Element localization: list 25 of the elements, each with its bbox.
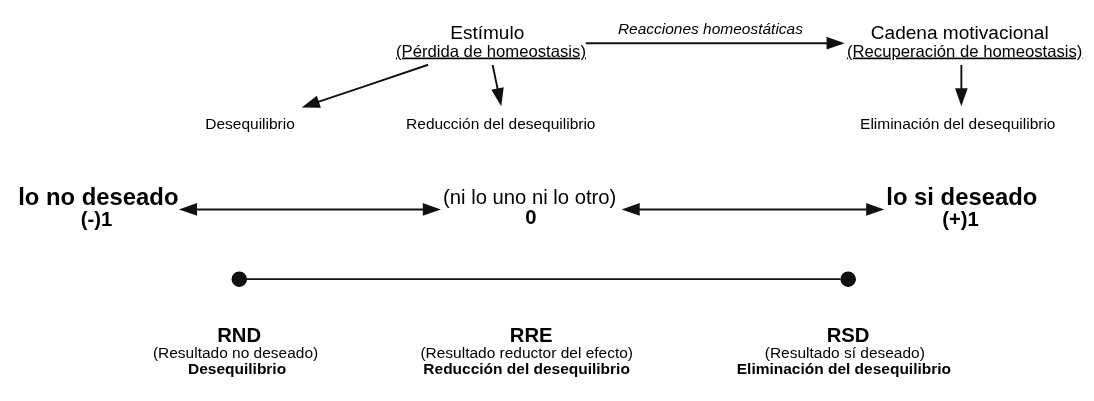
node-label: (Resultado sí deseado) [764,344,925,362]
arrow [178,203,441,216]
node-circle [231,271,248,287]
label: RRE [509,323,553,346]
node-text: Eliminación del desequilibrio [860,115,1056,133]
arrow [955,64,968,107]
node-text: Cadena motivacional (Recuperación de homeostasis) [846,22,1083,61]
arrow [301,63,430,108]
edge-label: Reacciones homeostáticas [617,20,803,38]
node-label: RND [217,323,262,346]
node-text: lo no deseado (-)1 [18,183,179,231]
node-label: RSD [826,323,870,346]
node-label: Desequilibrio [188,359,287,377]
node-text: Reducción del desequilibrio [406,115,596,133]
node-text: (ni lo uno ni lo otro) 0 [443,186,617,229]
node-circle [840,271,856,287]
arrow [491,64,504,107]
arrow [584,36,845,50]
node-text: lo si deseado (+)1 [886,183,1038,231]
node-text: Estímulo (Pérdida de homeostasis) [395,22,586,61]
label: (Resultado reductor del efecto) [420,344,633,362]
node-text: Desequilibrio [205,115,295,133]
node-label: (Resultado no deseado) [152,344,319,362]
arrow [621,203,885,216]
connector [246,278,842,281]
